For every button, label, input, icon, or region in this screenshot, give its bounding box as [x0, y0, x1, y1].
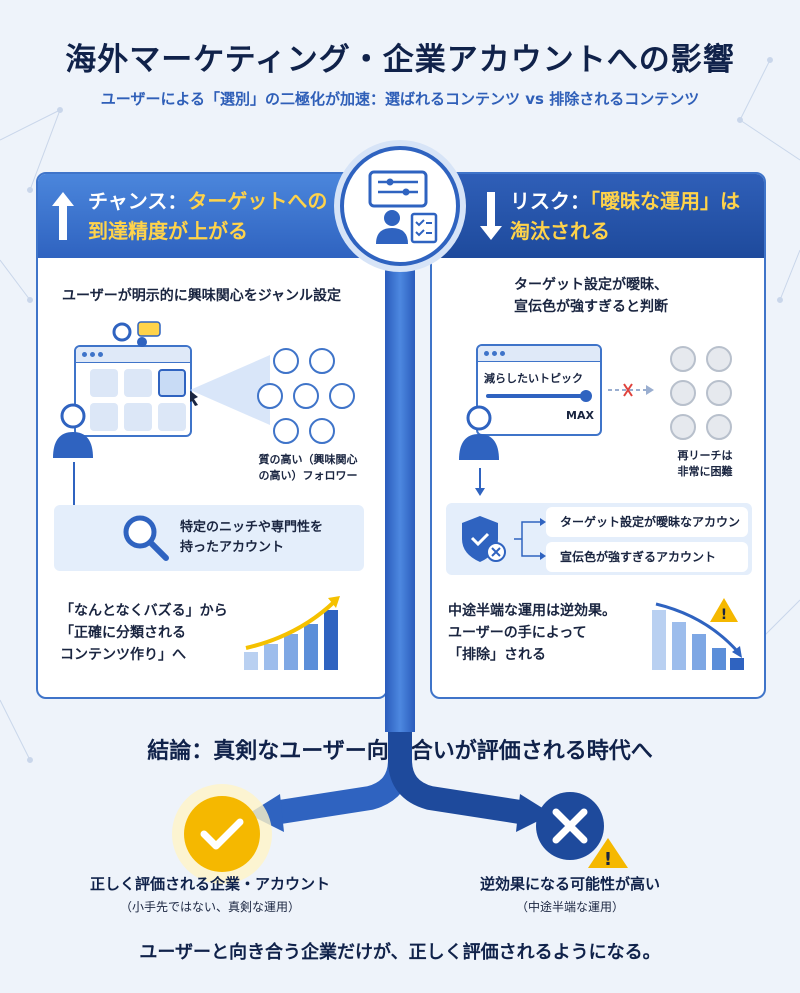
brush-tile: [124, 369, 152, 397]
user-icon: [53, 403, 93, 458]
risk-conclusion-text: 中途半端な運用は逆効果。 ユーザーの手によって 「排除」される: [448, 600, 616, 666]
followers-caption-line1: 質の高い（興味関心: [258, 453, 358, 466]
niche-box: [54, 505, 364, 571]
follower-icon: [273, 348, 299, 374]
risk-tag-2: 宣伝色が強すぎるアカウント: [546, 542, 748, 572]
blocked-follower-icon: [670, 414, 696, 440]
selected-tile: [158, 369, 186, 397]
shield-x-icon: [462, 516, 506, 562]
blocked-follower-icon: [706, 380, 732, 406]
risk-header: リスク：「曖昧な運用」は 淘汰される: [432, 174, 764, 258]
risk-lead-line2: 宣伝色が強すぎると判断: [514, 299, 668, 315]
page-title: 海外マーケティング・企業アカウントへの影響: [65, 42, 735, 78]
good-result-sub: （小手先ではない、真剣な運用）: [119, 900, 300, 914]
topic-slider[interactable]: [484, 388, 596, 404]
central-trunk: [385, 262, 415, 732]
reach-caption-line2: 非常に困難: [677, 465, 733, 478]
page-subtitle: ユーザーによる「選別」の二極化が加速：選ばれるコンテンツ vs 排除されるコンテ…: [100, 90, 700, 108]
growth-chart-icon: [244, 596, 340, 670]
bracket-arrows: [514, 518, 546, 560]
arrow-up-icon: [52, 192, 74, 240]
niche-line2: 持ったアカウント: [180, 540, 285, 555]
follower-icon: [309, 348, 335, 374]
risk-head-line2: 淘汰される: [510, 219, 610, 243]
slider-label: 減らしたいトピック: [484, 372, 583, 385]
follower-icon: [329, 383, 355, 409]
risk-bottom-line2: ユーザーの手によって: [448, 625, 587, 641]
gear-chat-icon: [112, 321, 161, 347]
opportunity-head-line2: 到達精度が上がる: [88, 219, 248, 243]
risk-lead: ターゲット設定が曖昧、 宣伝色が強すぎると判断: [514, 274, 668, 318]
frustrated-user-icon: [459, 405, 499, 460]
hub-badge: [340, 146, 460, 266]
reach-caption-line1: 再リーチは: [677, 449, 733, 462]
opportunity-conclusion-text: 「なんとなくバズる」から 「正確に分類される コンテンツ作り」へ: [60, 600, 228, 666]
user-settings-icon: [368, 170, 438, 244]
down-arrow-icon: [475, 468, 485, 496]
follower-icon: [309, 418, 335, 444]
svg-text:!: !: [721, 607, 727, 623]
blocked-follower-icon: [670, 346, 696, 372]
blocked-arrow-icon: [608, 383, 654, 397]
arrow-down-icon: [480, 192, 502, 240]
risk-head-b: 「曖昧な運用」は: [590, 189, 740, 213]
opportunity-header: チャンス：ターゲットへの 到達精度が上がる: [38, 174, 386, 258]
risk-tag-1: ターゲット設定が曖昧なアカウント: [546, 507, 748, 559]
opportunity-lead: ユーザーが明示的に興味関心をジャンル設定: [62, 288, 342, 304]
blocked-follower-icon: [706, 346, 732, 372]
blank-tile: [158, 403, 186, 431]
followers-caption-line2: の高い）フォロワー: [258, 469, 358, 482]
bad-result-label: 逆効果になる可能性が高い: [479, 875, 660, 893]
follower-icon: [257, 383, 283, 409]
opportunity-head-b: ターゲットへの: [187, 189, 328, 213]
monitor-tile: [90, 369, 118, 397]
followers-caption: 質の高い（興味関心 の高い）フォロワー: [244, 452, 372, 484]
svg-text:!: !: [604, 849, 612, 870]
topic-slider-window: [476, 344, 602, 436]
branch-arrows: [248, 730, 552, 832]
opportunity-head-a: チャンス：: [88, 189, 188, 213]
search-icon: [123, 515, 169, 561]
focus-beam: [190, 355, 270, 425]
opportunity-bottom-line2: 「正確に分類される: [60, 625, 186, 641]
x-warning-icon: !: [536, 792, 628, 870]
niche-line1: 特定のニッチや専門性を: [180, 520, 324, 535]
decline-chart-icon: !: [652, 598, 744, 670]
risk-lead-line1: ターゲット設定が曖昧、: [514, 277, 668, 293]
follower-icon: [293, 383, 319, 409]
genre-settings-window: [74, 345, 192, 437]
opportunity-bottom-line3: コンテンツ作り」へ: [60, 647, 186, 663]
niche-text: 特定のニッチや専門性を 持ったアカウント: [180, 518, 323, 558]
reach-caption: 再リーチは 非常に困難: [660, 448, 750, 480]
bad-result-sub: （中途半端な運用）: [515, 900, 624, 914]
chart-tile: [124, 403, 152, 431]
check-badge-icon: [172, 784, 272, 884]
risk-bottom-line1: 中途半端な運用は逆効果。: [448, 603, 616, 619]
palette-tile: [90, 403, 118, 431]
slider-max: MAX: [566, 409, 594, 422]
good-result-label: 正しく評価される企業・アカウント: [89, 875, 330, 893]
risk-head-a: リスク：: [510, 189, 590, 213]
risk-bottom-line3: 「排除」される: [448, 647, 546, 663]
blocked-follower-icon: [670, 380, 696, 406]
footer-message: ユーザーと向き合う企業だけが、正しく評価されるようになる。: [139, 942, 661, 963]
blocked-follower-icon: [706, 414, 732, 440]
opportunity-bottom-line1: 「なんとなくバズる」から: [60, 603, 228, 619]
follower-icon: [273, 418, 299, 444]
